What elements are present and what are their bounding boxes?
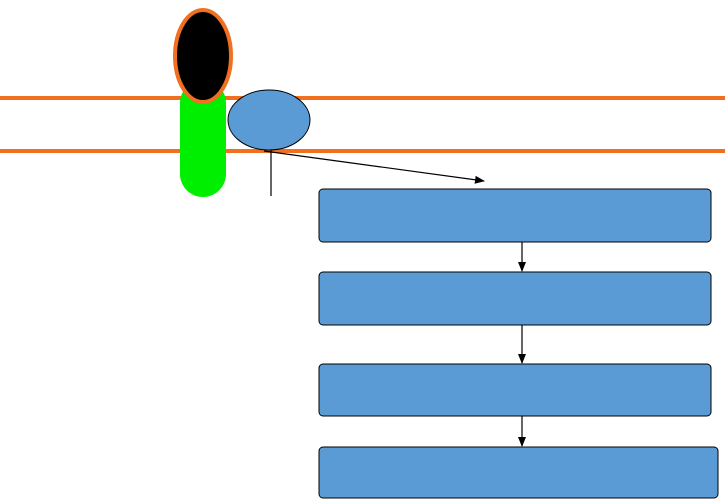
cascade-box-4 [318,446,719,499]
cascade-box-3 [318,363,712,417]
receptor-stalk [180,80,226,197]
arrow-effector-to-box-1 [263,150,485,184]
cascade-box-1 [318,188,712,243]
effector-oval [227,89,311,151]
cascade-box-2 [318,271,712,326]
receptor-head [173,8,233,104]
